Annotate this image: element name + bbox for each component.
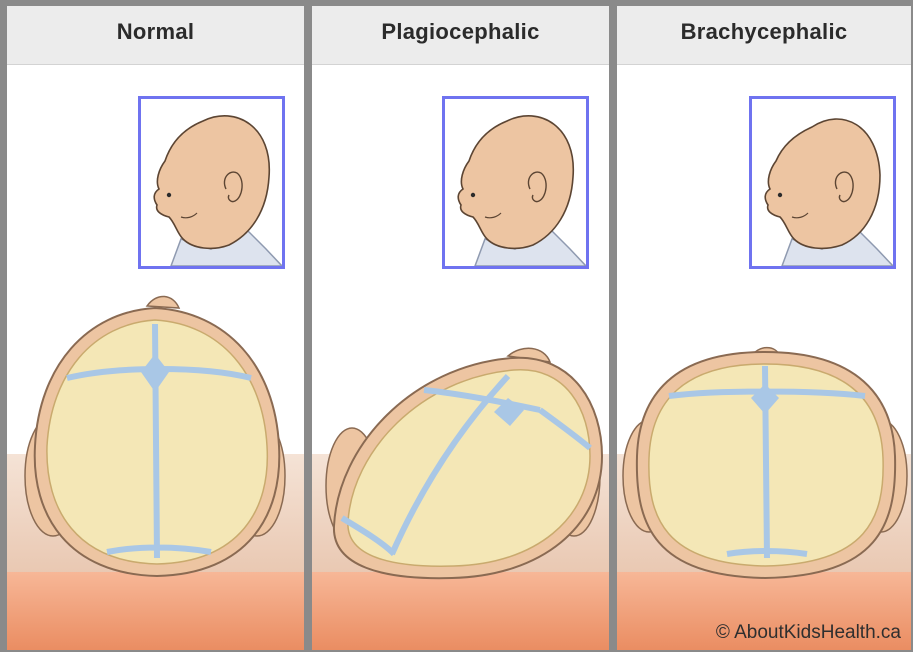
panel-brachycephalic: Brachycephalic © AboutKidsHealth.ca (617, 6, 911, 650)
panel-plagiocephalic: Plagiocephalic (312, 6, 609, 650)
copyright-notice: © AboutKidsHealth.ca (716, 622, 901, 644)
panel-normal: Normal (7, 6, 304, 650)
skull-plagiocephalic-illustration (312, 6, 609, 650)
skull-normal-illustration (7, 6, 304, 650)
skull-brachycephalic-illustration (617, 6, 911, 650)
